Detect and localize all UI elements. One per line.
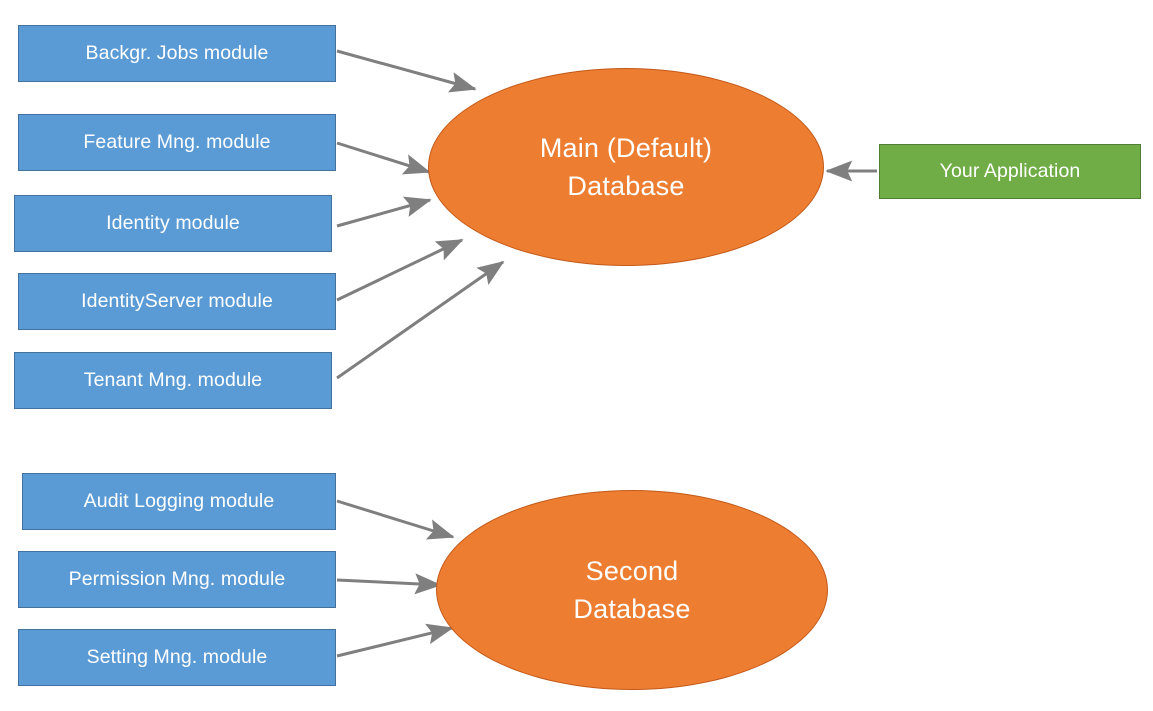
module-label: Setting Mng. module <box>86 646 268 669</box>
module-box-identity[interactable]: Identity module <box>14 195 332 252</box>
module-box-permission-mng[interactable]: Permission Mng. module <box>18 551 336 608</box>
module-box-tenant-mng[interactable]: Tenant Mng. module <box>14 352 332 409</box>
application-label: Your Application <box>939 160 1081 183</box>
module-box-audit-logging[interactable]: Audit Logging module <box>22 473 336 530</box>
module-box-setting-mng[interactable]: Setting Mng. module <box>18 629 336 686</box>
database-node-main[interactable]: Main (Default) Database <box>428 68 824 266</box>
module-box-feature-mng[interactable]: Feature Mng. module <box>18 114 336 171</box>
application-box[interactable]: Your Application <box>879 144 1141 199</box>
connector-audit-logging-to-second-db <box>336 499 455 540</box>
module-box-backgr-jobs[interactable]: Backgr. Jobs module <box>18 25 336 82</box>
connector-tenant-mng-to-main-db <box>336 260 505 380</box>
module-label: Identity module <box>106 212 240 235</box>
module-label: Feature Mng. module <box>83 131 271 154</box>
connector-identity-to-main-db <box>336 196 432 228</box>
connector-backgr-jobs-to-main-db <box>336 49 477 93</box>
database-label-line1: Main (Default) <box>539 132 713 163</box>
module-box-identityserver[interactable]: IdentityServer module <box>18 273 336 330</box>
connector-permission-mng-to-second-db <box>336 573 442 595</box>
module-label: Audit Logging module <box>83 490 275 513</box>
database-node-second[interactable]: Second Database <box>436 490 828 690</box>
module-label: Permission Mng. module <box>68 568 286 591</box>
connector-feature-mng-to-main-db <box>336 141 431 175</box>
database-label-line2: Database <box>573 594 691 624</box>
module-label: Tenant Mng. module <box>83 369 263 392</box>
module-label: Backgr. Jobs module <box>85 42 269 65</box>
connector-identityserver-to-main-db <box>336 238 464 302</box>
module-label: IdentityServer module <box>81 290 273 313</box>
database-label-line2: Database <box>567 171 685 201</box>
connector-setting-mng-to-second-db <box>336 623 454 658</box>
database-label-line1: Second <box>585 555 679 586</box>
